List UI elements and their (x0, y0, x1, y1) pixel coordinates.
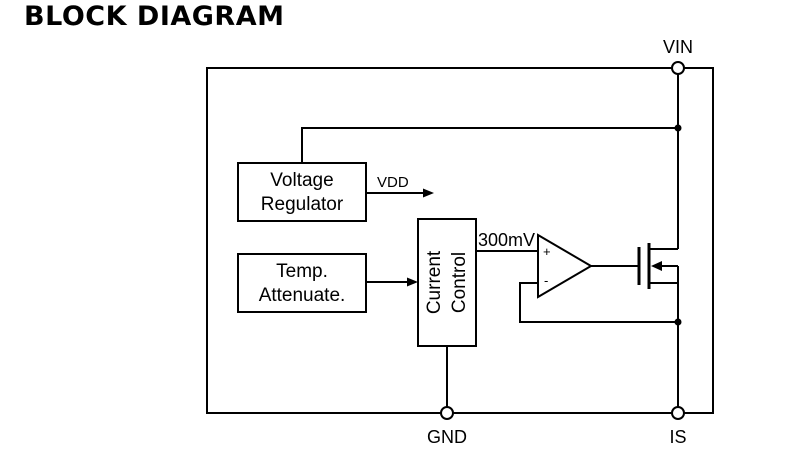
voltage-regulator-label-1: Voltage (270, 170, 333, 191)
gnd-pin-label: GND (427, 427, 467, 447)
mosfet-source-lead (649, 282, 679, 408)
reference-label: 300mV (478, 230, 535, 250)
page-title: BLOCK DIAGRAM (24, 1, 285, 32)
current-control-label-1: Current (424, 250, 445, 314)
temp-to-control-arrow-head (407, 277, 418, 287)
gnd-pin (440, 406, 454, 420)
voltage-regulator-label-2: Regulator (261, 194, 344, 215)
mosfet-body-arrow (651, 261, 662, 271)
temp-attenuate-label-1: Temp. (276, 261, 328, 282)
opamp-symbol (537, 233, 593, 299)
is-pin-label: IS (669, 427, 686, 447)
is-pin (671, 406, 685, 420)
vin-pin (671, 61, 685, 75)
vdd-arrow-head (423, 188, 434, 198)
chip-outline (206, 67, 714, 414)
current-control-label-2: Control (449, 252, 470, 313)
temp-attenuate-label-2: Attenuate. (259, 285, 346, 306)
opamp-minus-sign: - (544, 273, 548, 288)
temp-attenuate-block (237, 253, 367, 313)
feedback-wire (519, 282, 678, 323)
junction-dot-supply (674, 124, 682, 132)
vin-pin-label: VIN (663, 37, 693, 57)
regulator-supply-wire (301, 127, 678, 163)
opamp-plus-sign: + (543, 244, 551, 259)
vdd-label: VDD (377, 174, 409, 191)
voltage-regulator-block (237, 162, 367, 222)
